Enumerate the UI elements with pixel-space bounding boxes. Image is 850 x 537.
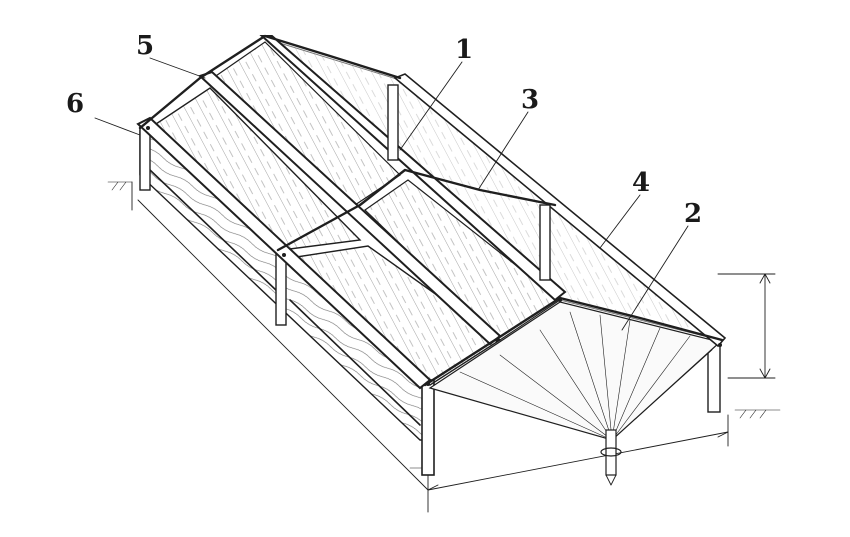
callout-2: 2: [684, 199, 702, 229]
callout-1: 1: [455, 35, 473, 65]
callout-4: 4: [632, 168, 650, 198]
glazed-frames: [148, 39, 721, 386]
frame-rafters: [136, 34, 727, 390]
callout-labels: 1 2 3 4 5 6: [66, 31, 702, 229]
callout-3: 3: [521, 85, 539, 115]
callout-5: 5: [136, 31, 154, 61]
leader-lines: [94, 57, 689, 331]
dimension-lines: [107, 181, 781, 513]
box-side-wall: [139, 124, 721, 476]
callout-6: 6: [66, 89, 84, 119]
